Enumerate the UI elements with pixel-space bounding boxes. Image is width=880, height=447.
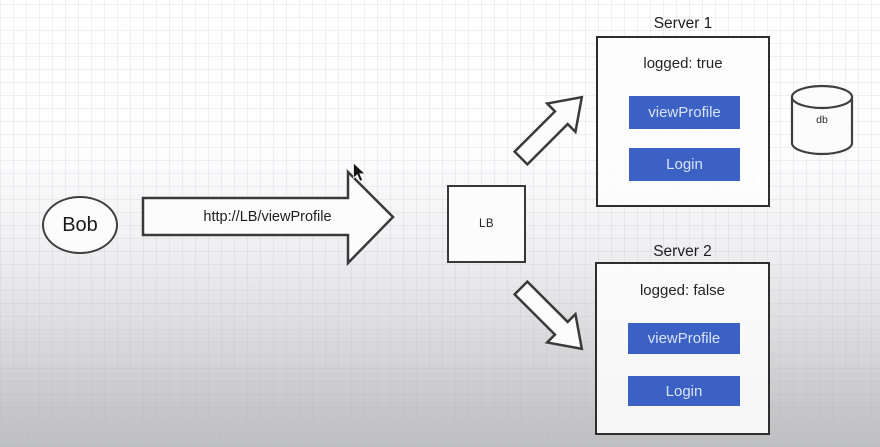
request-arrow-label: http://LB/viewProfile [203,209,332,225]
server2-box[interactable]: logged: false viewProfile Login [595,262,770,435]
server1-viewprofile-button[interactable]: viewProfile [629,96,740,129]
arrow-to-server2[interactable] [505,276,605,376]
user-actor-label: Bob [62,213,98,236]
server1-login-button[interactable]: Login [629,148,740,181]
server1-status: logged: true [643,55,723,72]
request-arrow-shape[interactable] [140,168,400,268]
load-balancer-box[interactable]: LB [447,185,526,263]
arrow-to-server1[interactable] [505,80,605,180]
server2-title: Server 2 [653,243,712,260]
user-actor-ellipse[interactable]: Bob [42,196,118,254]
database-label: db [816,114,828,126]
server2-status: logged: false [639,282,726,299]
server1-title: Server 1 [653,15,713,32]
load-balancer-label: LB [478,218,495,230]
server2-viewprofile-button[interactable]: viewProfile [628,323,740,354]
server1-box[interactable]: logged: true viewProfile Login [596,36,770,207]
database-cylinder[interactable] [789,84,855,158]
mouse-cursor-icon [353,162,366,182]
server2-login-button[interactable]: Login [628,376,740,406]
